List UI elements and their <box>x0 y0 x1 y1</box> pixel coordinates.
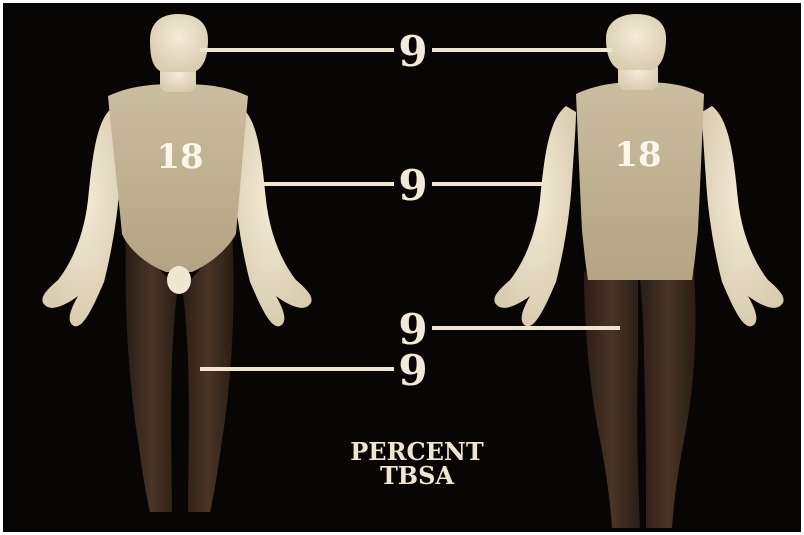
back-torso-label: 18 <box>614 135 661 175</box>
back-legs <box>584 272 696 528</box>
front-groin <box>167 266 191 294</box>
caption-line-2: TBSA <box>380 461 454 490</box>
arm-callout: 9 <box>262 161 544 210</box>
front-body-figure: 18 <box>42 14 311 512</box>
back-head <box>606 14 666 70</box>
head-callout: 9 <box>200 27 612 76</box>
front-torso <box>108 84 248 272</box>
front-leg-callout: 9 <box>200 346 428 395</box>
front-head <box>150 14 208 72</box>
caption: PERCENT TBSA <box>350 437 484 490</box>
head-percent-label: 9 <box>398 27 427 76</box>
arm-percent-label: 9 <box>398 161 427 210</box>
back-body-figure: 18 <box>494 14 783 528</box>
back-torso <box>576 82 704 280</box>
front-leg-percent-label: 9 <box>398 346 427 395</box>
front-torso-label: 18 <box>156 137 203 177</box>
